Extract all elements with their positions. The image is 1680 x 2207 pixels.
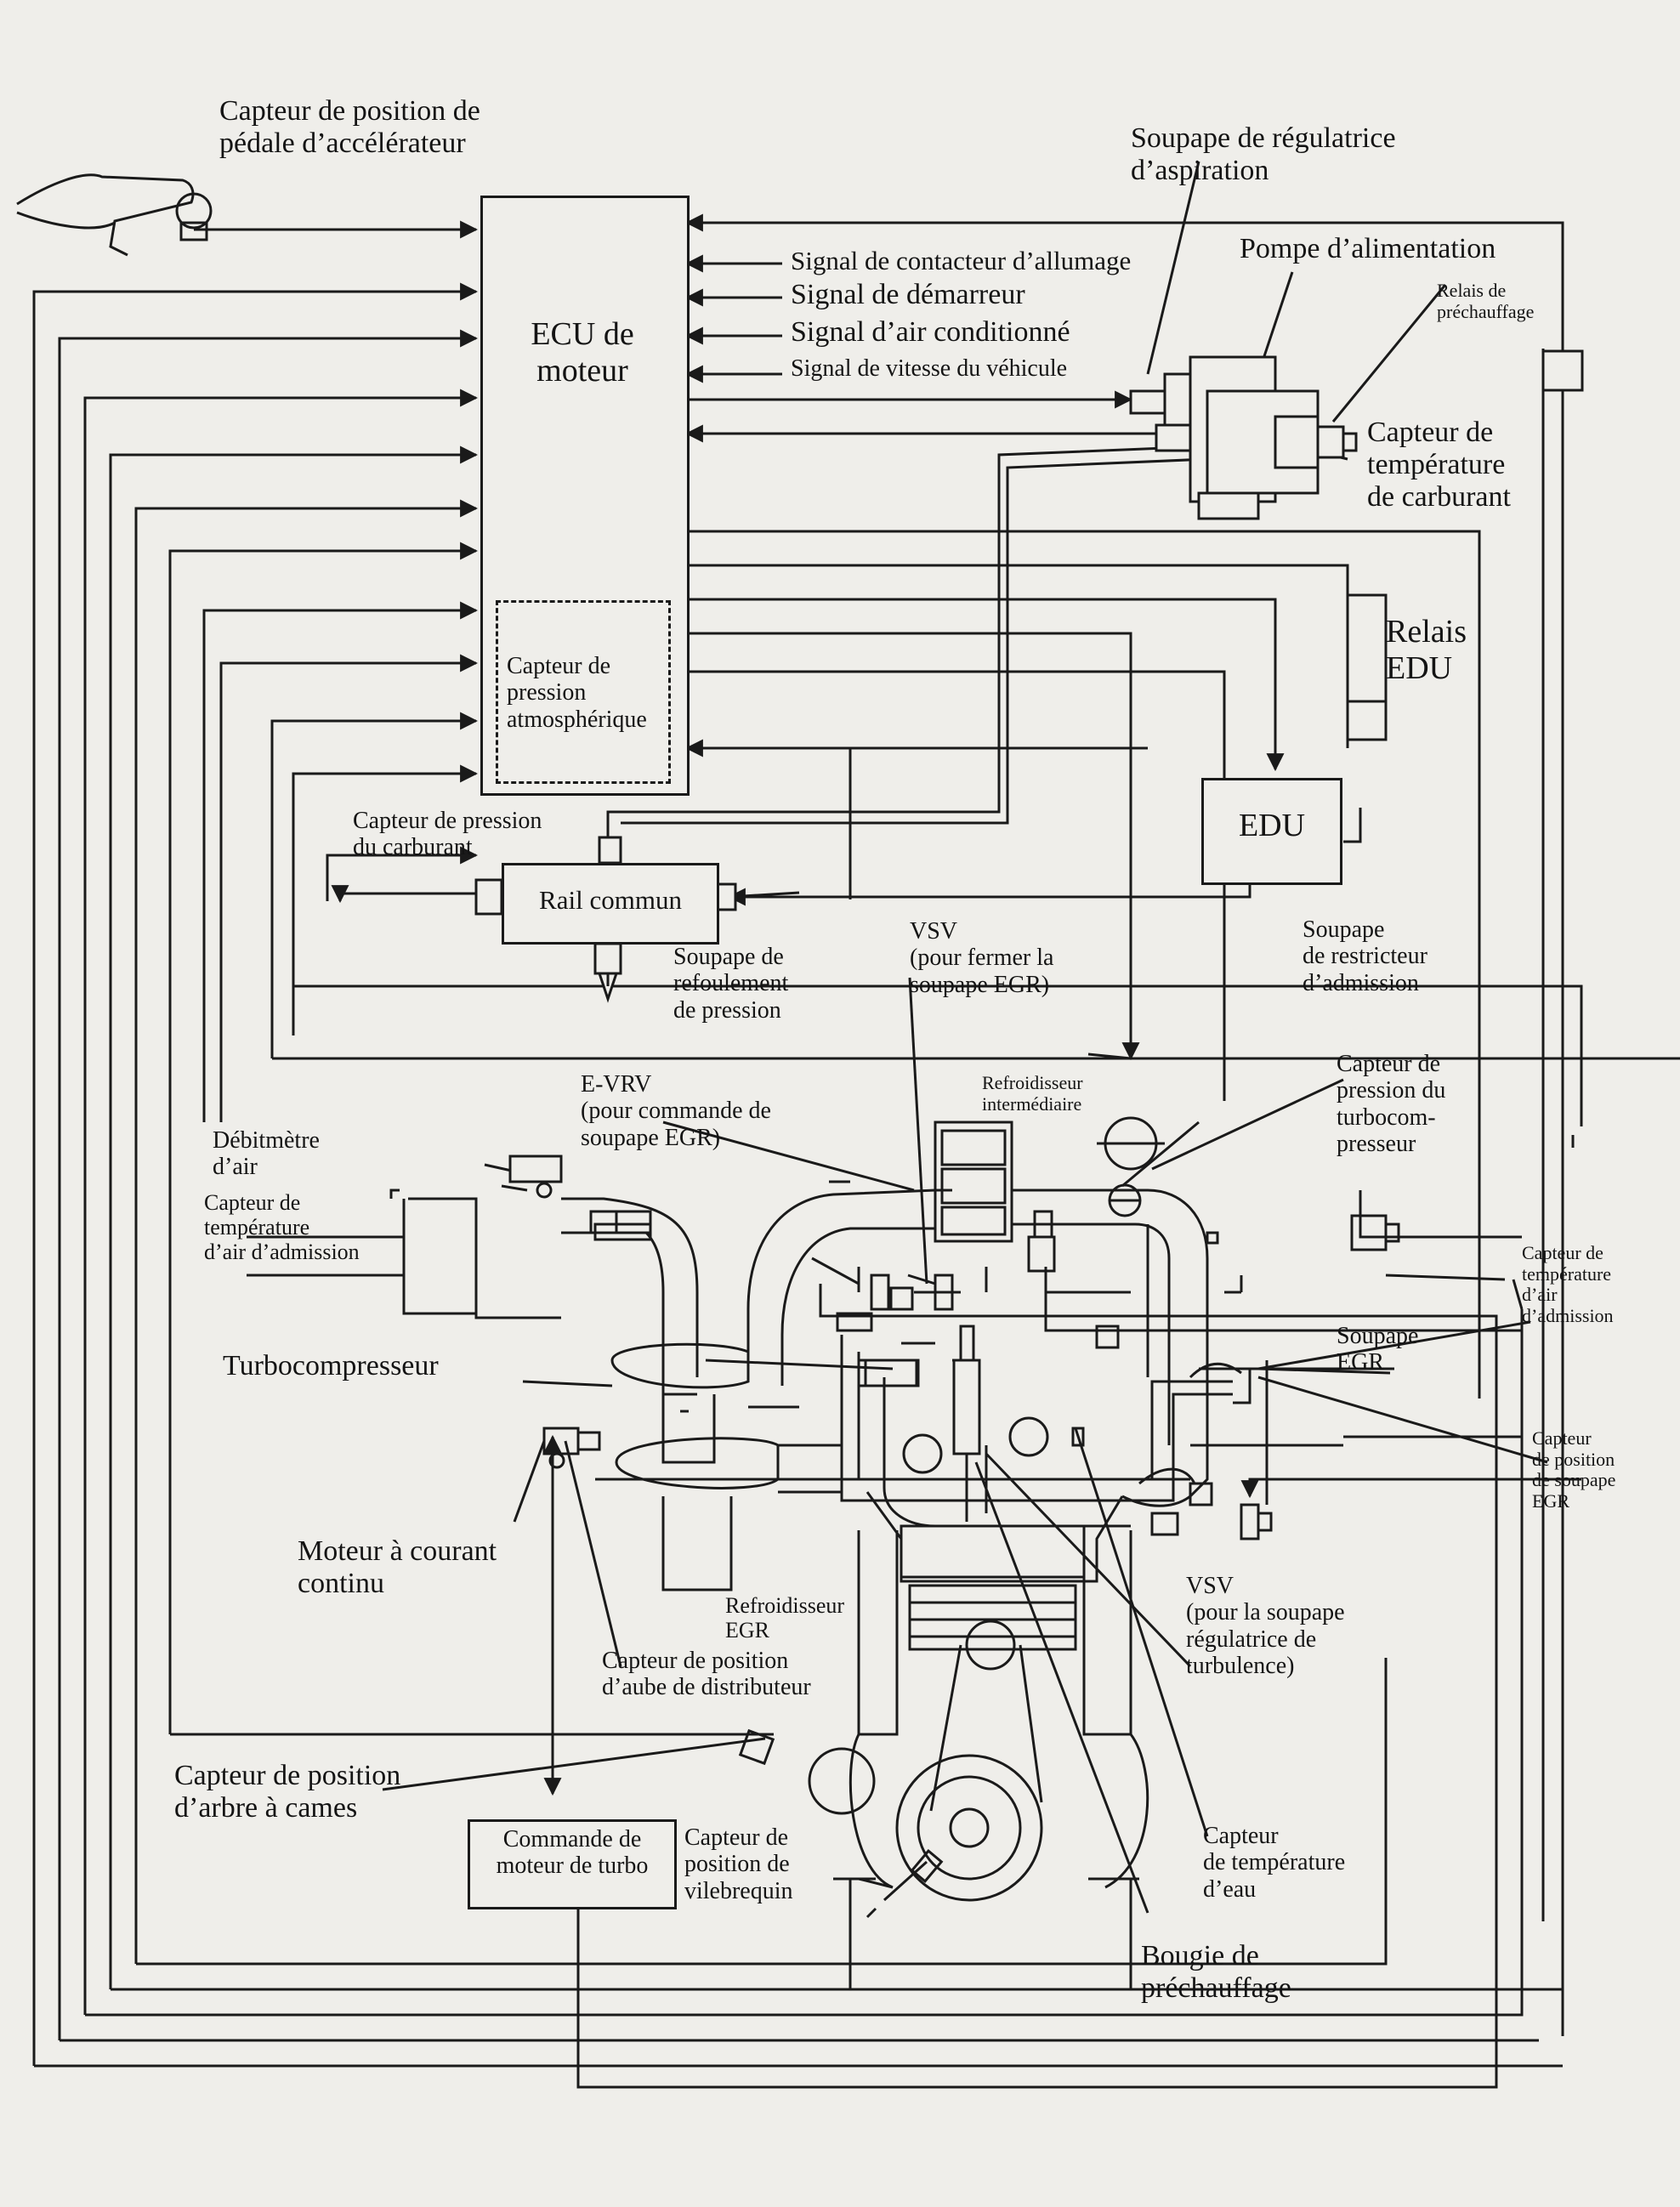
ecu-box <box>480 196 690 796</box>
pressure-relief-label: Soupape de refoulement de pression <box>673 944 789 1024</box>
glow-plug-label: Bougie de préchauffage <box>1141 1940 1291 2005</box>
intake-restrictor-label: Soupape de restricteur d’admission <box>1303 916 1427 996</box>
egr-position-label: Capteur de position de soupape EGR <box>1532 1427 1616 1512</box>
suction-valve-label: Soupape de régulatrice d’aspiration <box>1131 122 1396 187</box>
edu-box <box>1201 778 1342 885</box>
egr-cooler-label: Refroidisseur EGR <box>725 1593 845 1643</box>
turbocharger-label: Turbocompresseur <box>223 1350 439 1382</box>
egr-valve-label: Soupape EGR <box>1337 1323 1419 1376</box>
turbo-pressure-sensor-label: Capteur de pression du turbocom- presseu… <box>1337 1051 1446 1158</box>
speed-signal-label: Signal de vitesse du véhicule <box>791 355 1068 382</box>
airflow-meter-label: Débitmètre d’air <box>213 1127 320 1181</box>
edu-relay-label: Relais EDU <box>1386 614 1467 686</box>
fuel-pressure-sensor-label: Capteur de pression du carburant <box>353 808 542 861</box>
turbo-motor-driver-box <box>468 1819 677 1909</box>
atmo-sensor-label: Capteur de pression atmosphérique <box>507 653 647 733</box>
dc-motor-label: Moteur à courant continu <box>298 1535 497 1600</box>
glow-relay-label: Relais de préchauffage <box>1437 280 1535 322</box>
edu-label: EDU <box>1238 808 1306 843</box>
ac-signal-label: Signal d’air conditionné <box>791 316 1070 348</box>
atmospheric-pressure-sensor-box <box>496 600 671 784</box>
supply-pump-label: Pompe d’alimentation <box>1240 233 1496 264</box>
intake-air-temp-right-label: Capteur de température d’air d’admission <box>1522 1242 1614 1326</box>
cam-sensor-label: Capteur de position d’arbre à cames <box>174 1760 401 1824</box>
common-rail-box <box>502 863 719 945</box>
ignition-signal-label: Signal de contacteur d’allumage <box>791 246 1132 275</box>
vsv-egr-label: VSV (pour fermer la soupape EGR) <box>910 918 1054 998</box>
crank-sensor-label: Capteur de position de vilebrequin <box>684 1824 793 1904</box>
vsv-swirl-label: VSV (pour la soupape régulatrice de turb… <box>1186 1573 1345 1680</box>
nozzle-vane-sensor-label: Capteur de position d’aube de distribute… <box>602 1648 811 1701</box>
turbo-motor-driver-label: Commande de moteur de turbo <box>496 1826 649 1880</box>
intake-air-temp-left-label: Capteur de température d’air d’admission <box>204 1190 360 1265</box>
common-rail-label: Rail commun <box>539 885 682 915</box>
pedal-sensor-label: Capteur de position de pédale d’accéléra… <box>219 95 480 160</box>
fuel-temp-sensor-label: Capteur de température de carburant <box>1367 417 1511 513</box>
ecu-label: ECU de moteur <box>531 316 634 389</box>
evrv-label: E-VRV (pour commande de soupape EGR) <box>581 1071 771 1151</box>
water-temp-sensor-label: Capteur de température d’eau <box>1203 1823 1346 1903</box>
starter-signal-label: Signal de démarreur <box>791 279 1025 310</box>
intercooler-label: Refroidisseur intermédiaire <box>982 1072 1083 1115</box>
